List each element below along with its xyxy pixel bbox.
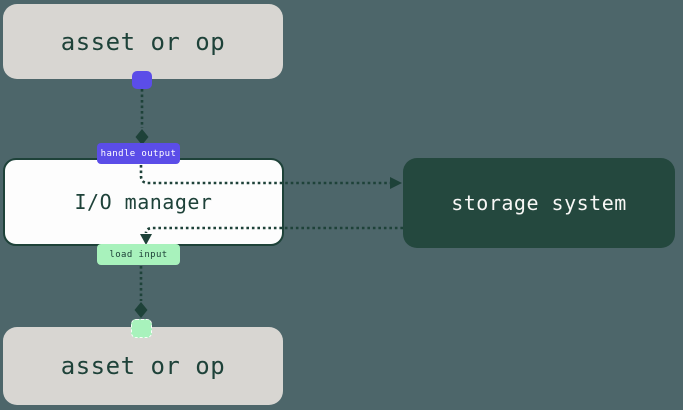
right-arrowhead-storage (390, 177, 402, 189)
diamond-arrowhead-bottom (134, 302, 148, 318)
node-io-manager-label: I/O manager (74, 190, 213, 214)
node-asset-bottom: asset or op (3, 327, 283, 405)
load-input-label-text: load input (109, 249, 168, 260)
input-port-square (131, 319, 152, 338)
node-asset-top-label: asset or op (60, 27, 226, 56)
edge-label-load-input: load input (97, 244, 180, 265)
node-asset-bottom-label: asset or op (60, 352, 226, 380)
node-asset-top: asset or op (3, 4, 283, 79)
node-storage-system: storage system (403, 158, 675, 248)
output-port-square (132, 71, 152, 89)
node-io-manager: I/O manager (3, 158, 284, 246)
handle-output-label-text: handle output (100, 148, 177, 159)
edge-label-handle-output: handle output (97, 143, 180, 164)
node-storage-system-label: storage system (451, 191, 627, 215)
